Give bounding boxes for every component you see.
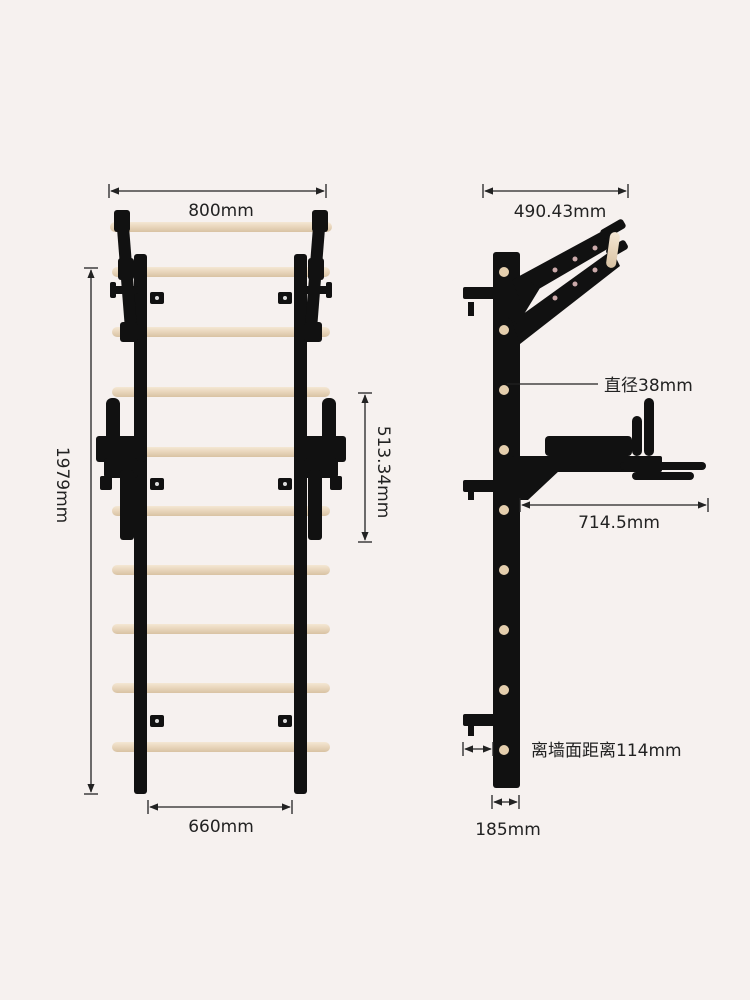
dimension-height: 1979mm [52, 267, 98, 795]
side-wall-mounts [463, 287, 495, 736]
rung [112, 683, 330, 693]
dimension-post-depth: 185mm [475, 795, 541, 840]
dimension-dip-depth: 714.5mm [519, 498, 709, 533]
side-view: 直径38mm 490.43mm 714.5mm 离墙面距离114mm [462, 184, 709, 840]
top-arms [110, 210, 332, 342]
rung [110, 222, 332, 232]
bracket-height-label: 513.34mm [373, 426, 393, 519]
diameter-callout: 直径38mm [507, 376, 693, 396]
rung [112, 267, 330, 277]
side-dip-station [512, 398, 706, 500]
frame-uprights [134, 254, 307, 794]
wall-brackets [150, 292, 292, 727]
left-upright [134, 254, 147, 794]
wooden-rungs [110, 222, 332, 752]
rung [112, 506, 330, 516]
rung [112, 742, 330, 752]
diameter-label: 直径38mm [604, 376, 693, 396]
wall-distance-label: 离墙面距离114mm [531, 741, 682, 761]
rung [112, 327, 330, 337]
dip-attachments [96, 398, 346, 540]
side-post [493, 252, 520, 788]
side-rung-ends [499, 267, 509, 755]
rung [112, 565, 330, 575]
dimension-bottom-width: 660mm [147, 800, 293, 837]
rung [112, 624, 330, 634]
dimension-side-depth: 490.43mm [482, 184, 629, 222]
post-depth-label: 185mm [475, 820, 541, 840]
dimension-top-width: 800mm [108, 184, 327, 221]
rung [112, 387, 330, 397]
top-width-label: 800mm [188, 201, 254, 221]
dimension-wall-distance: 离墙面距离114mm [462, 741, 682, 761]
rung [112, 447, 330, 457]
side-top-rung [606, 232, 620, 268]
dip-depth-label: 714.5mm [578, 513, 660, 533]
front-view: 800mm 1979mm 660mm 513.34mm [52, 184, 393, 837]
dimension-bracket-height: 513.34mm [358, 392, 393, 543]
side-pullup-arm [508, 219, 628, 344]
right-upright [294, 254, 307, 794]
bottom-width-label: 660mm [188, 817, 254, 837]
height-label: 1979mm [52, 447, 72, 523]
side-depth-label: 490.43mm [514, 202, 607, 222]
